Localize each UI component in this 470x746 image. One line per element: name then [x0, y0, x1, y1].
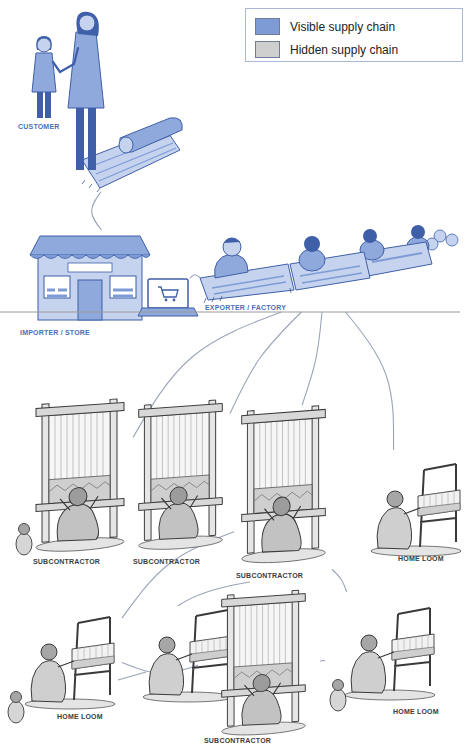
- illustration-part: [446, 234, 458, 246]
- illustration-part: [204, 288, 291, 303]
- illustration-part: [68, 263, 112, 272]
- loom-illustration: [242, 405, 326, 565]
- node-label-group: HOME LOOM: [398, 554, 444, 563]
- illustration-part: [53, 48, 78, 72]
- legend-row: Hidden supply chain: [255, 38, 462, 61]
- supply-chain-node: SUBCONTRACTOR: [198, 590, 320, 745]
- node-label-group: HOME LOOM: [393, 707, 439, 716]
- supply-link: [302, 312, 322, 405]
- illustration-part: [363, 229, 377, 243]
- stage-label: HOME LOOM: [398, 554, 444, 563]
- illustration-part: [38, 255, 142, 320]
- illustration-part: [82, 180, 100, 192]
- illustration-part: [37, 38, 51, 52]
- node-label-group: HOME LOOM: [57, 712, 103, 721]
- stage-label: CUSTOMER: [18, 122, 60, 131]
- supply-chain-node: IMPORTER / STORE: [15, 230, 190, 336]
- illustration-part: [224, 238, 240, 243]
- child-figure: [8, 692, 24, 724]
- legend-swatch: [255, 18, 280, 35]
- node-label-group: IMPORTER / STORE: [20, 328, 90, 337]
- loom-illustration: [139, 400, 223, 552]
- stage-label: EXPORTER / FACTORY: [205, 303, 286, 312]
- stage-label: SUBCONTRACTOR: [204, 736, 271, 745]
- illustration-part: [304, 236, 320, 252]
- illustration-part: [212, 276, 286, 294]
- stage-label: SUBCONTRACTOR: [33, 557, 100, 566]
- separator-line: [0, 312, 460, 313]
- stage-label: HOME LOOM: [57, 712, 103, 721]
- home-loom-illustration: [25, 617, 115, 709]
- node-label-group: SUBCONTRACTOR: [133, 557, 200, 566]
- node-label-group: SUBCONTRACTOR: [33, 557, 100, 566]
- home-loom-illustration: [371, 464, 461, 556]
- supply-link: [230, 312, 301, 414]
- illustration-part: [30, 236, 150, 255]
- illustration-part: [32, 53, 56, 92]
- customer-illustration: [32, 12, 182, 192]
- illustration-part: [79, 15, 95, 31]
- node-label-group: CUSTOMER: [18, 122, 60, 131]
- illustration-part: [215, 254, 248, 278]
- supply-link: [332, 569, 347, 592]
- supply-link: [346, 312, 394, 450]
- factory-illustration: [200, 225, 458, 303]
- supply-chain-node: HOME LOOM: [12, 598, 122, 723]
- home-loom-illustration: [143, 610, 233, 702]
- stage-label: IMPORTER / STORE: [20, 328, 90, 337]
- stage-label: HOME LOOM: [393, 707, 439, 716]
- home-loom-illustration: [345, 608, 435, 700]
- illustration-part: [148, 279, 188, 308]
- node-label-group: SUBCONTRACTOR: [204, 736, 271, 745]
- supply-chain-node: HOME LOOM: [325, 592, 450, 717]
- supply-chain-node: SUBCONTRACTOR: [133, 400, 230, 565]
- illustration-part: [165, 299, 168, 302]
- supply-link: [320, 660, 325, 662]
- illustration-part: [76, 108, 84, 170]
- supply-chain-node: HOME LOOM: [362, 450, 465, 565]
- illustration-part: [411, 225, 425, 239]
- illustration-part: [173, 299, 176, 302]
- illustration-part: [119, 137, 133, 153]
- child-figure: [330, 680, 346, 712]
- illustration-part: [299, 249, 325, 271]
- node-label-group: EXPORTER / FACTORY: [205, 303, 286, 312]
- illustration-part: [78, 280, 102, 320]
- loom-illustration: [222, 590, 306, 737]
- illustration-part: [45, 92, 51, 118]
- supply-link: [190, 275, 200, 278]
- illustration-part: [37, 92, 43, 118]
- legend-box: Visible supply chainHidden supply chain: [245, 8, 463, 62]
- legend-label: Hidden supply chain: [290, 43, 398, 57]
- legend-swatch: [255, 41, 280, 58]
- supply-chain-node: EXPORTER / FACTORY: [200, 228, 462, 312]
- loom-illustration: [36, 398, 124, 553]
- store-illustration: [30, 236, 198, 320]
- legend-label: Visible supply chain: [290, 20, 395, 34]
- stage-label: SUBCONTRACTOR: [236, 571, 303, 580]
- illustration-part: [76, 12, 99, 36]
- supply-chain-node: SUBCONTRACTOR: [15, 405, 133, 570]
- legend-row: Visible supply chain: [255, 15, 462, 38]
- node-label-group: SUBCONTRACTOR: [236, 571, 303, 580]
- illustration-part: [68, 32, 104, 108]
- stage-label: SUBCONTRACTOR: [133, 557, 200, 566]
- illustration-part: [158, 287, 178, 297]
- supply-chain-node: SUBCONTRACTOR: [234, 405, 332, 583]
- supply-link: [92, 192, 102, 230]
- illustration-part: [30, 255, 150, 259]
- illustration-part: [120, 118, 183, 152]
- supply-chain-node: CUSTOMER: [15, 12, 183, 192]
- illustration-part: [223, 238, 241, 256]
- child-figure: [16, 524, 32, 556]
- illustration-part: [88, 108, 96, 170]
